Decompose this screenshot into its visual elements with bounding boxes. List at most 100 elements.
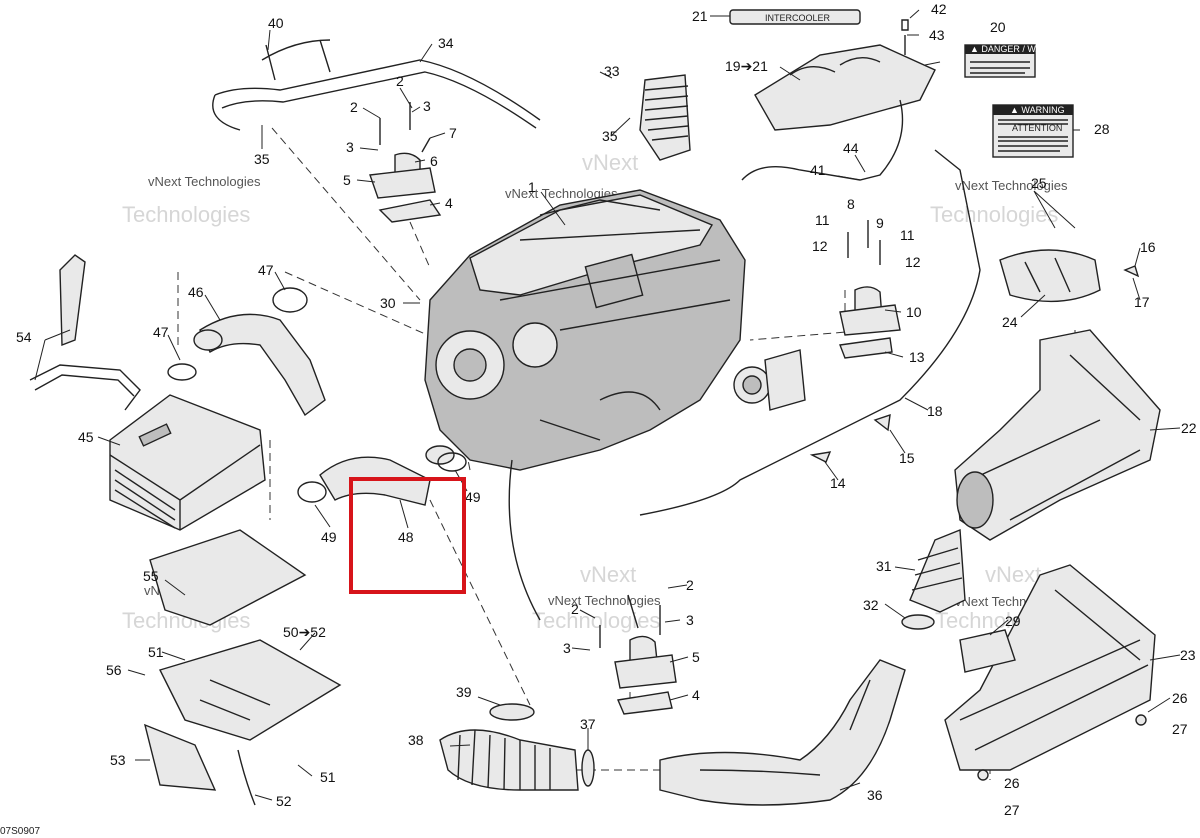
callout-42: 42 (931, 1, 947, 17)
decal-21-label: INTERCOOLER (765, 13, 831, 23)
callout-47: 47 (258, 262, 274, 278)
watermark-text: vNext (582, 150, 638, 175)
intake-silencer (954, 249, 1161, 541)
callout-34: 34 (438, 35, 454, 51)
callout-13: 13 (909, 349, 925, 365)
callout-1: 1 (528, 179, 536, 195)
callout-33: 33 (604, 63, 620, 79)
callout-5: 5 (343, 172, 351, 188)
watermark-text: vNext Technologies (955, 178, 1068, 193)
callout-40: 40 (268, 15, 284, 31)
callout-12: 12 (905, 254, 921, 270)
callout-53: 53 (110, 752, 126, 768)
engine-assembly (424, 189, 746, 471)
engine-mount-bottom (599, 594, 677, 715)
callout-36: 36 (867, 787, 883, 803)
callout-22: 22 (1181, 420, 1197, 436)
lower-airbox (944, 564, 1156, 771)
callout-4: 4 (692, 687, 700, 703)
charge-pipe-46 (193, 313, 326, 417)
callout-50-52: 50➔52 (283, 624, 326, 640)
heat-shield-55 (149, 529, 307, 626)
callout-49: 49 (321, 529, 337, 545)
diagram-id: 07S0907 (0, 826, 41, 837)
decal-20: ▲ DANGER / WARNING (964, 44, 1071, 78)
callout-25: 25 (1031, 175, 1047, 191)
decal-28-label: ▲ WARNING (1010, 105, 1065, 115)
callout-49: 49 (465, 489, 481, 505)
callout-37: 37 (580, 716, 596, 732)
callouts: 1 2 2 3 7 3 6 5 4 34 40 35 33 35 41 44 8… (16, 1, 1197, 818)
callout-12: 12 (812, 238, 828, 254)
callout-39: 39 (456, 684, 472, 700)
callout-14: 14 (830, 475, 846, 491)
callout-27: 27 (1172, 721, 1188, 737)
engine-mount-left (369, 102, 442, 223)
callout-51: 51 (148, 644, 164, 660)
callout-38: 38 (408, 732, 424, 748)
callout-52: 52 (276, 793, 292, 809)
watermark-text: vNext Technologies (148, 174, 261, 189)
skid-plate (143, 639, 342, 806)
callout-43: 43 (929, 27, 945, 43)
callout-2: 2 (396, 73, 404, 89)
intake-boot (901, 528, 966, 630)
watermark-text: Technologies (122, 202, 250, 227)
callout-6: 6 (430, 153, 438, 169)
callout-26: 26 (1172, 690, 1188, 706)
watermark-text: vNext (985, 562, 1041, 587)
callout-19: 19➔21 (725, 58, 768, 74)
callout-48: 48 (398, 529, 414, 545)
callout-17: 17 (1134, 294, 1150, 310)
callout-2: 2 (686, 577, 694, 593)
callout-11: 11 (815, 212, 830, 228)
watermark-text: vNext Technologies (548, 593, 661, 608)
charge-pipe-48 (319, 445, 455, 506)
corrugated-hose-bottom (439, 703, 595, 791)
watermark-text: vNext (580, 562, 636, 587)
callout-55: 55 (143, 568, 159, 584)
callout-45: 45 (78, 429, 94, 445)
callout-4: 4 (445, 195, 453, 211)
callout-5: 5 (692, 649, 700, 665)
callout-3: 3 (423, 98, 431, 114)
callout-51: 51 (320, 769, 336, 785)
callout-30: 30 (380, 295, 396, 311)
callout-18: 18 (927, 403, 943, 419)
callout-2: 2 (571, 601, 579, 617)
callout-16: 16 (1140, 239, 1156, 255)
watermark-text: Technologies (930, 202, 1058, 227)
callout-8: 8 (847, 196, 855, 212)
callout-47: 47 (153, 324, 169, 340)
callout-2: 2 (350, 99, 358, 115)
decal-28: ▲ WARNING ATTENTION (992, 104, 1074, 158)
cables (508, 99, 981, 621)
callout-15: 15 (899, 450, 915, 466)
intercooler-cover: INTERCOOLER (729, 9, 936, 131)
callout-56: 56 (106, 662, 122, 678)
watermark-text: vNext Technologies (505, 186, 618, 201)
callout-7: 7 (449, 125, 457, 141)
callout-26: 26 (1004, 775, 1020, 791)
throttle-body (733, 349, 806, 411)
watermark-text: Technologies (532, 608, 660, 633)
callout-9: 9 (876, 215, 884, 231)
intake-hose (659, 659, 906, 806)
watermarks: vNext Technologies Technologies vNext Te… (122, 150, 1068, 633)
intercooler (109, 394, 266, 531)
callout-3: 3 (686, 612, 694, 628)
callout-29: 29 (1005, 613, 1021, 629)
callout-11: 11 (900, 227, 915, 243)
callout-3: 3 (563, 640, 571, 656)
callout-3: 3 (346, 139, 354, 155)
decal-20-label: ▲ DANGER / WARNING (970, 44, 1071, 54)
corrugated-hose-top (639, 74, 691, 161)
callout-21: 21 (692, 8, 708, 24)
callout-10: 10 (906, 304, 922, 320)
callout-32: 32 (863, 597, 879, 613)
callout-27: 27 (1004, 802, 1020, 818)
highlight-box-48 (349, 477, 466, 594)
leader-lines (34, 9, 1181, 801)
bracket-54 (29, 254, 141, 411)
